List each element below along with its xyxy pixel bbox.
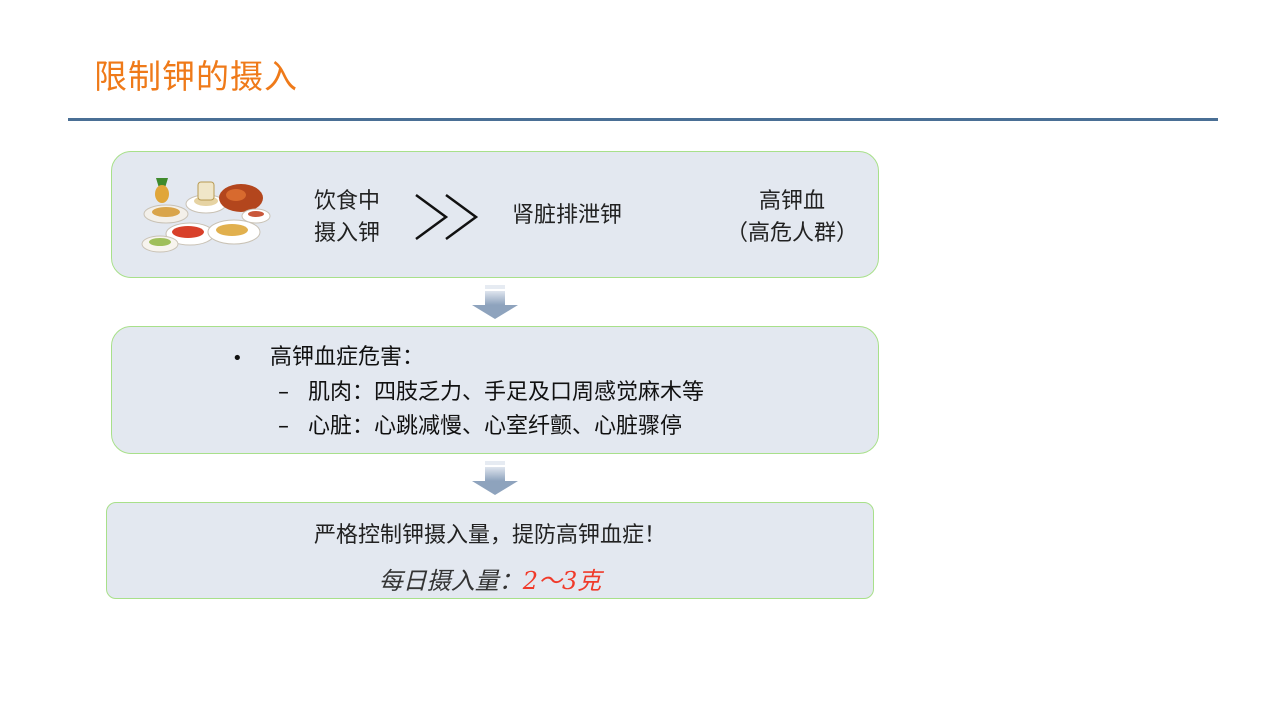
hazards-heading: 高钾血症危害： bbox=[270, 345, 425, 370]
intake-line-1: 饮食中 bbox=[314, 189, 381, 214]
daily-intake: 每日摄入量：2～3克 bbox=[107, 561, 873, 596]
kidney-excretion-label: 肾脏排泄钾 bbox=[512, 203, 623, 228]
daily-intake-label: 每日摄入量： bbox=[378, 567, 523, 595]
list-item: – 心脏：心跳减慢、心室纤颤、心脏骤停 bbox=[232, 410, 704, 444]
food-dishes-image bbox=[141, 178, 271, 253]
slide-title: 限制钾的摄入 bbox=[94, 57, 298, 96]
hyperkalemia-hazards-box: • 高钾血症危害： – 肌肉：四肢乏力、手足及口周感觉麻木等 – 心脏：心跳减慢… bbox=[111, 326, 879, 454]
hazard-heart: 心脏：心跳减慢、心室纤颤、心脏骤停 bbox=[308, 414, 683, 439]
intake-line-2: 摄入钾 bbox=[314, 221, 381, 246]
intake-advice-box: 严格控制钾摄入量，提防高钾血症！ 每日摄入量：2～3克 bbox=[106, 502, 874, 599]
dash-icon: – bbox=[278, 380, 289, 405]
hyperkalemia-label: 高钾血 （高危人群） bbox=[712, 186, 872, 250]
title-divider bbox=[68, 118, 1218, 121]
dietary-intake-label: 饮食中 摄入钾 bbox=[314, 186, 394, 250]
daily-intake-value: 2～3克 bbox=[522, 567, 602, 595]
dash-icon: – bbox=[278, 414, 289, 439]
hazard-muscle: 肌肉：四肢乏力、手足及口周感觉麻木等 bbox=[308, 380, 705, 405]
down-arrow-icon bbox=[472, 461, 518, 495]
list-item: – 肌肉：四肢乏力、手足及口周感觉麻木等 bbox=[232, 376, 704, 410]
bullet-icon: • bbox=[232, 348, 243, 369]
warning-text: 严格控制钾摄入量，提防高钾血症！ bbox=[313, 523, 666, 548]
down-arrow-icon bbox=[472, 285, 518, 319]
double-chevron-right-icon bbox=[415, 193, 479, 241]
hyperk-line-1: 高钾血 bbox=[758, 189, 825, 214]
hyperk-line-2: （高危人群） bbox=[725, 221, 858, 246]
hazards-heading-row: • 高钾血症危害： bbox=[232, 341, 704, 376]
hazards-list: • 高钾血症危害： – 肌肉：四肢乏力、手足及口周感觉麻木等 – 心脏：心跳减慢… bbox=[232, 341, 704, 444]
potassium-flow-box: 饮食中 摄入钾 肾脏排泄钾 高钾血 （高危人群） bbox=[111, 151, 879, 278]
